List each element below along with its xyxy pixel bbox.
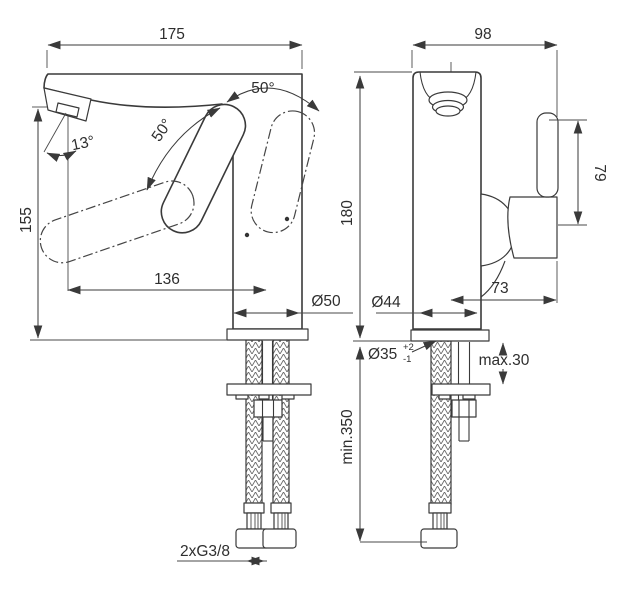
side-hose [430, 340, 471, 505]
handle-ghost-right [250, 110, 316, 234]
dim-side-depth: 98 [411, 26, 558, 117]
dim-79-label: 79 [591, 164, 608, 181]
dim-hole-diameter: Ø35 +2 -1 [368, 340, 437, 365]
dim-d44-label: Ø44 [371, 294, 401, 311]
dim-max30-label: max.30 [479, 352, 530, 369]
side-body-curve [480, 260, 506, 298]
angle-spout: 13° [43, 112, 96, 162]
angle-13-label: 13° [70, 133, 96, 155]
dim-73-label: 73 [491, 280, 508, 297]
label-hose-thread: 2xG3/8 [177, 543, 267, 566]
dim-side-height: 180 [339, 71, 412, 339]
side-view: 98 180 79 73 Ø44 Ø35 [339, 26, 608, 549]
front-hose-fittings [235, 502, 297, 549]
angle-handle-right: 50° [226, 80, 320, 112]
dim-136-label: 136 [154, 271, 180, 288]
front-mounting-bracket [226, 383, 312, 442]
angle-50-left-label: 50° [149, 116, 176, 145]
front-hoses [245, 339, 290, 505]
dim-d35-label: Ø35 [368, 346, 397, 363]
dim-handle-depth: 73 [450, 261, 558, 305]
dim-155-label: 155 [18, 207, 35, 233]
side-mounting-bracket [431, 383, 491, 442]
handle-dot-2 [284, 216, 290, 222]
side-aerator [419, 71, 477, 117]
front-spout-outlet [43, 87, 92, 122]
side-body [412, 71, 482, 330]
side-base-plate [410, 329, 490, 342]
dim-front-width: 175 [46, 26, 303, 69]
dim-handle-height: 79 [549, 119, 608, 226]
dim-180-label: 180 [339, 200, 356, 226]
angle-50-right-label: 50° [251, 80, 274, 97]
side-hose-fitting [420, 502, 458, 549]
dim-175-label: 175 [159, 26, 185, 43]
dim-d50-label: Ø50 [311, 293, 341, 310]
dim-body-diameter: Ø44 [371, 294, 478, 318]
dim-min350-label: min.350 [339, 409, 356, 465]
dim-max-deck: max.30 [479, 342, 530, 385]
dim-min-hose: min.350 [339, 346, 427, 543]
dim-98-label: 98 [474, 26, 491, 43]
dim-spout-reach: 136 [67, 271, 267, 295]
dim-d35-tol-plus: +2 [403, 342, 414, 353]
handle-dot-1 [244, 232, 250, 238]
dim-base-diameter: Ø50 [233, 293, 353, 318]
thread-label: 2xG3/8 [180, 543, 230, 560]
dim-front-height: 155 [18, 106, 47, 339]
front-base-plate [226, 328, 309, 341]
side-handle [507, 112, 559, 259]
dim-d35-tol-minus: -1 [403, 354, 411, 365]
front-view: 50° 50° 13° 175 155 136 [18, 26, 353, 566]
